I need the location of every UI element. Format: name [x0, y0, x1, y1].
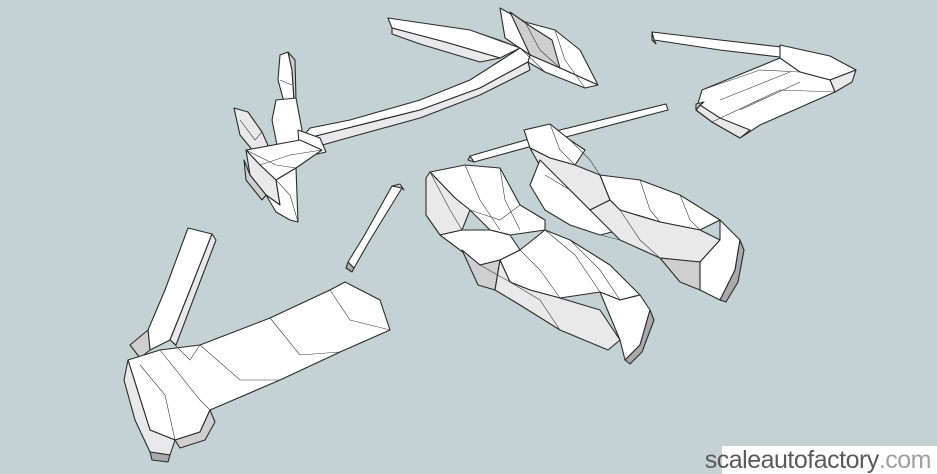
- rear-chassis-part: [523, 123, 745, 303]
- post-fin-part: [233, 51, 327, 223]
- chassis-tub-part: [425, 164, 655, 365]
- side-pod-part: [651, 31, 857, 139]
- wing-arm-part: [299, 7, 599, 151]
- thin-rod-part: [467, 103, 669, 163]
- watermark-name: scaleautofactory: [704, 445, 880, 474]
- watermark-tld: .com: [878, 445, 932, 474]
- side-panel-part: [123, 227, 391, 463]
- small-pin-part: [345, 183, 405, 273]
- watermark-label: scaleautofactory.com: [705, 445, 937, 474]
